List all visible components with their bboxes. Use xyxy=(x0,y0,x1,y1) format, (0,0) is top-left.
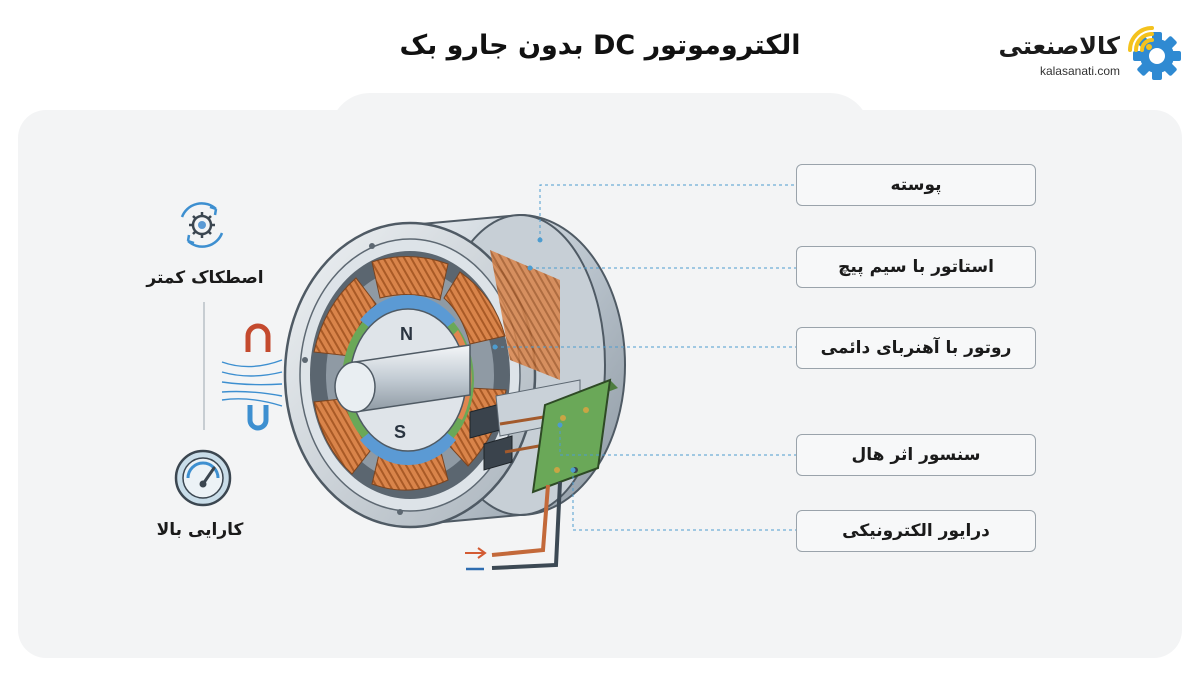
label-housing: پوسته xyxy=(796,164,1036,206)
speedometer-icon xyxy=(174,449,232,507)
rotor-pole-north: N xyxy=(400,324,413,344)
motor-shaft xyxy=(334,344,471,413)
brand-domain: kalasanati.com xyxy=(1039,64,1120,78)
label-driver: درایور الکترونیکی xyxy=(796,510,1036,552)
driver-board xyxy=(531,378,618,494)
label-rotor: روتور با آهنربای دائمی xyxy=(796,327,1036,369)
label-hall-sensor: سنسور اثر هال xyxy=(796,434,1036,476)
gear-wifi-icon xyxy=(1128,26,1181,80)
feature-less-friction: اصطکاک کمتر xyxy=(146,268,264,288)
leader-lines xyxy=(495,184,796,531)
page-title: الکتروموتور DC بدون جارو بک xyxy=(399,30,801,61)
brand-logo[interactable]: کالاصنعتی kalasanati.com xyxy=(992,22,1182,92)
rotor-pole-south: S xyxy=(394,422,406,442)
gear-cycle-icon xyxy=(180,202,224,248)
brand-name: کالاصنعتی xyxy=(998,32,1120,60)
magnet-field-icon xyxy=(221,323,283,431)
positive-arrow-icon xyxy=(465,547,487,559)
label-stator: استاتور با سیم پیچ xyxy=(796,246,1036,288)
power-wires xyxy=(465,481,562,571)
feature-high-efficiency: کارایی بالا xyxy=(156,520,244,540)
